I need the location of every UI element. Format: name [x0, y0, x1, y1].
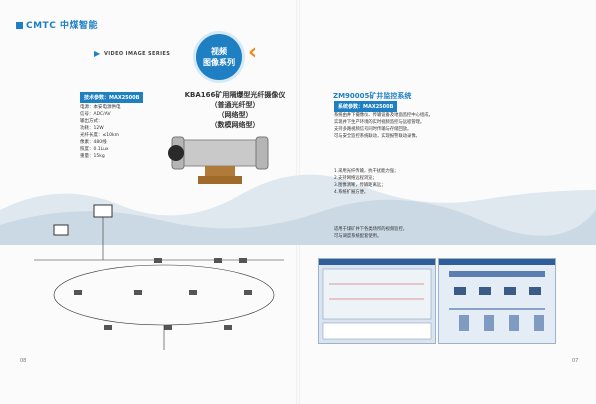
- paragraph-line: 实现井下生产环境的实时视频监控与远程管理。: [334, 120, 425, 125]
- software-ui-image: [319, 259, 435, 340]
- series-arrow-icon: ▶: [94, 49, 101, 58]
- brand-text: CMTC 中煤智能: [26, 21, 98, 31]
- spec-list: 电源：本安电源供电 信号：ADC/AV 输出方式： 功耗：12W 光纤长度：≤1…: [80, 104, 121, 160]
- camera-product-image: [168, 136, 269, 184]
- page-number-right: 07: [572, 358, 579, 364]
- series-label: VIDEO IMAGE SERIES: [104, 51, 171, 57]
- application-text: 适用于煤矿井下各类场所的视频监控， 可与调度系统配套使用。: [334, 226, 564, 240]
- product-title-variant: （数模网络型）: [210, 121, 260, 129]
- system-title: ZM90005矿井监控系统: [333, 92, 412, 100]
- spec-line: 功耗：12W: [80, 126, 104, 131]
- spec-line: 重量：15kg: [80, 154, 105, 159]
- spec-line: 照度：0.1Lux: [80, 147, 109, 152]
- system-params-box: 系统参数：MAX2500B: [334, 101, 398, 112]
- footer-line: 可与调度系统配套使用。: [334, 234, 382, 239]
- feature-list: 1.采用光纤传输，抗干扰能力强； 2.支持网络远程浏览； 3.图像清晰，传输距离…: [334, 168, 564, 196]
- feature-line: 2.支持网络远程浏览；: [334, 176, 377, 181]
- tech-params-box: 技术参数：MAX2500B: [80, 92, 144, 103]
- paragraph-line: 支持多路视频信号同时传输与存储回放。: [334, 127, 412, 132]
- spec-line: 光纤长度：≤10km: [80, 133, 119, 138]
- spec-line: 信号：ADC/AV: [80, 112, 111, 117]
- series-badge: 视频 图像系列: [196, 34, 242, 80]
- network-topology-diagram: [34, 204, 284, 350]
- orange-arrow-icon: ‹: [248, 40, 258, 65]
- mountain-background: [0, 174, 596, 245]
- paragraph-line: 系统由井下摄像仪、传输设备及地面监控中心组成，: [334, 113, 433, 118]
- monitoring-screenshot-right: [438, 258, 556, 344]
- feature-line: 4.系统扩展方便。: [334, 190, 369, 195]
- spec-line: 输出方式：: [80, 119, 103, 124]
- brand-logo: CMTC 中煤智能: [16, 18, 98, 31]
- spec-line: 电源：本安电源供电: [80, 105, 121, 110]
- product-title-variant: （普通光纤型）: [210, 101, 260, 109]
- badge-line-1: 视频: [211, 47, 227, 56]
- spec-line: 像素：480线: [80, 140, 107, 145]
- system-description: 系统由井下摄像仪、传输设备及地面监控中心组成， 实现井下生产环境的实时视频监控与…: [334, 112, 564, 140]
- paragraph-line: 可与安全监控系统联动，实现报警联动录像。: [334, 134, 420, 139]
- footer-line: 适用于煤矿井下各类场所的视频监控，: [334, 227, 408, 232]
- product-title: KBA166矿用隔爆型光纤摄像仪 （普通光纤型） （网络型） （数模网络型）: [180, 90, 290, 130]
- monitoring-screenshot-left: [318, 258, 436, 344]
- product-title-main: KBA166矿用隔爆型光纤摄像仪: [184, 91, 286, 99]
- product-title-variant: （网络型）: [217, 111, 253, 119]
- network-view-image: [439, 259, 555, 331]
- feature-line: 1.采用光纤传输，抗干扰能力强；: [334, 169, 399, 174]
- page-number-left: 08: [20, 358, 27, 364]
- feature-line: 3.图像清晰，传输距离远；: [334, 183, 386, 188]
- badge-line-2: 图像系列: [203, 58, 235, 67]
- brand-square-icon: [16, 22, 23, 29]
